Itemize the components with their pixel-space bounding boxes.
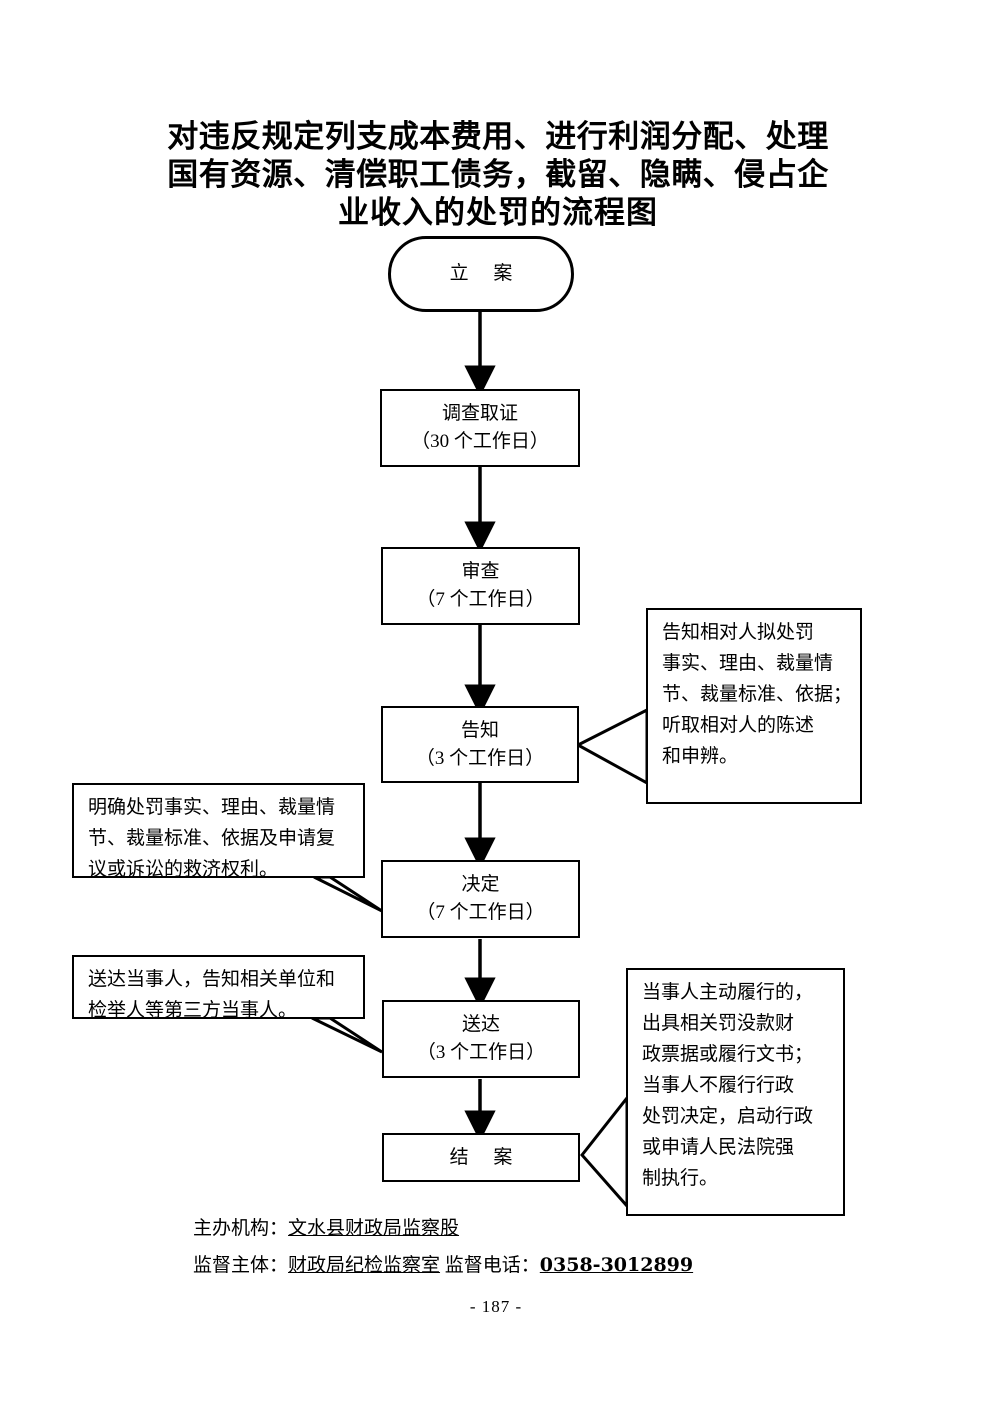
flow-node-notification-duration: （3 个工作日） [415, 747, 545, 769]
flow-node-investigation[interactable]: 调查取证 （30 个工作日） [380, 389, 580, 467]
annotation-delivery-line-1: 送达当事人，告知相关单位和 [88, 969, 336, 990]
flow-node-notification-label: 告知 [460, 719, 499, 741]
footer-supervisor-value: 财政局纪检监察室 [288, 1255, 441, 1276]
footer-phone-value: 0358-3012899 [539, 1254, 694, 1276]
annotation-case-closed-line-7: 制执行。 [642, 1168, 719, 1189]
flow-node-decision-duration: （7 个工作日） [416, 902, 545, 923]
annotation-decision-line-2: 节、裁量标准、依据及申请复 [88, 828, 336, 849]
flow-node-notification[interactable]: 告知 （3 个工作日） [381, 706, 579, 783]
annotation-notification-line-3: 节、裁量标准、依据； [662, 684, 853, 705]
footer-supervisor-label: 监督主体： [193, 1255, 289, 1276]
flow-node-start[interactable]: 立 案 [388, 236, 574, 312]
flow-node-delivery[interactable]: 送达 （3 个工作日） [382, 1000, 580, 1078]
annotation-case-closed-line-6: 或申请人民法院强 [642, 1137, 795, 1158]
title-line-1: 对违反规定列支成本费用、进行利润分配、处理 [167, 119, 829, 155]
footer-supervisor: 监督主体：财政局纪检监察室 监督电话：0358-3012899 [193, 1252, 693, 1279]
annotation-notification: 告知相对人拟处罚 事实、理由、裁量情 节、裁量标准、依据； 听取相对人的陈述 和… [646, 608, 862, 804]
flow-node-delivery-duration: （3 个工作日） [416, 1042, 546, 1063]
footer-phone-label: 监督电话： [444, 1255, 540, 1276]
flow-node-decision[interactable]: 决定 （7 个工作日） [381, 860, 580, 938]
annotation-delivery-line-2: 检举人等第三方当事人。 [88, 1000, 298, 1021]
annotation-decision: 明确处罚事实、理由、裁量情 节、裁量标准、依据及申请复 议或诉讼的救济权利。 [72, 783, 365, 880]
flow-node-delivery-label: 送达 [461, 1014, 500, 1035]
annotation-case-closed-line-1: 当事人主动履行的， [642, 982, 814, 1003]
flow-node-case-closed-label: 结 案 [449, 1146, 523, 1168]
annotation-notification-line-2: 事实、理由、裁量情 [662, 653, 834, 674]
annotation-decision-line-1: 明确处罚事实、理由、裁量情 [88, 797, 336, 818]
title-line-2: 国有资源、清偿职工债务，截留、隐瞒、侵占企 [167, 157, 829, 193]
annotation-case-closed-line-5: 处罚决定，启动行政 [642, 1106, 814, 1127]
annotation-notification-line-4: 听取相对人的陈述 [662, 715, 815, 736]
annotation-case-closed: 当事人主动履行的， 出具相关罚没款财 政票据或履行文书； 当事人不履行行政 处罚… [626, 968, 845, 1216]
flow-node-review-duration: （7 个工作日） [416, 589, 545, 610]
flow-node-case-closed[interactable]: 结 案 [382, 1133, 580, 1182]
annotation-decision-line-3: 议或诉讼的救济权利。 [88, 859, 279, 880]
annotation-case-closed-line-3: 政票据或履行文书； [642, 1044, 814, 1065]
annotation-delivery: 送达当事人，告知相关单位和 检举人等第三方当事人。 [72, 955, 365, 1021]
flow-node-review[interactable]: 审查 （7 个工作日） [381, 547, 580, 625]
page-title: 对违反规定列支成本费用、进行利润分配、处理 国有资源、清偿职工债务，截留、隐瞒、… [128, 118, 868, 232]
annotation-case-closed-line-2: 出具相关罚没款财 [642, 1013, 795, 1034]
flow-node-investigation-label: 调查取证 [441, 403, 518, 424]
title-line-3: 业收入的处罚的流程图 [338, 195, 658, 231]
annotation-case-closed-line-4: 当事人不履行行政 [642, 1075, 795, 1096]
flow-node-decision-label: 决定 [461, 874, 500, 895]
flow-node-investigation-duration: （30 个工作日） [411, 431, 549, 452]
annotation-notification-line-5: 和申辨。 [662, 746, 739, 767]
footer-organization-value: 文水县财政局监察股 [288, 1218, 460, 1239]
flow-node-review-label: 审查 [461, 561, 500, 582]
page-number: - 187 - [469, 1297, 523, 1316]
annotation-notification-line-1: 告知相对人拟处罚 [662, 622, 815, 643]
footer-organization-label: 主办机构： [193, 1218, 289, 1239]
footer-organization: 主办机构：文水县财政局监察股 [193, 1216, 459, 1242]
flow-node-start-label: 立 案 [449, 263, 523, 284]
